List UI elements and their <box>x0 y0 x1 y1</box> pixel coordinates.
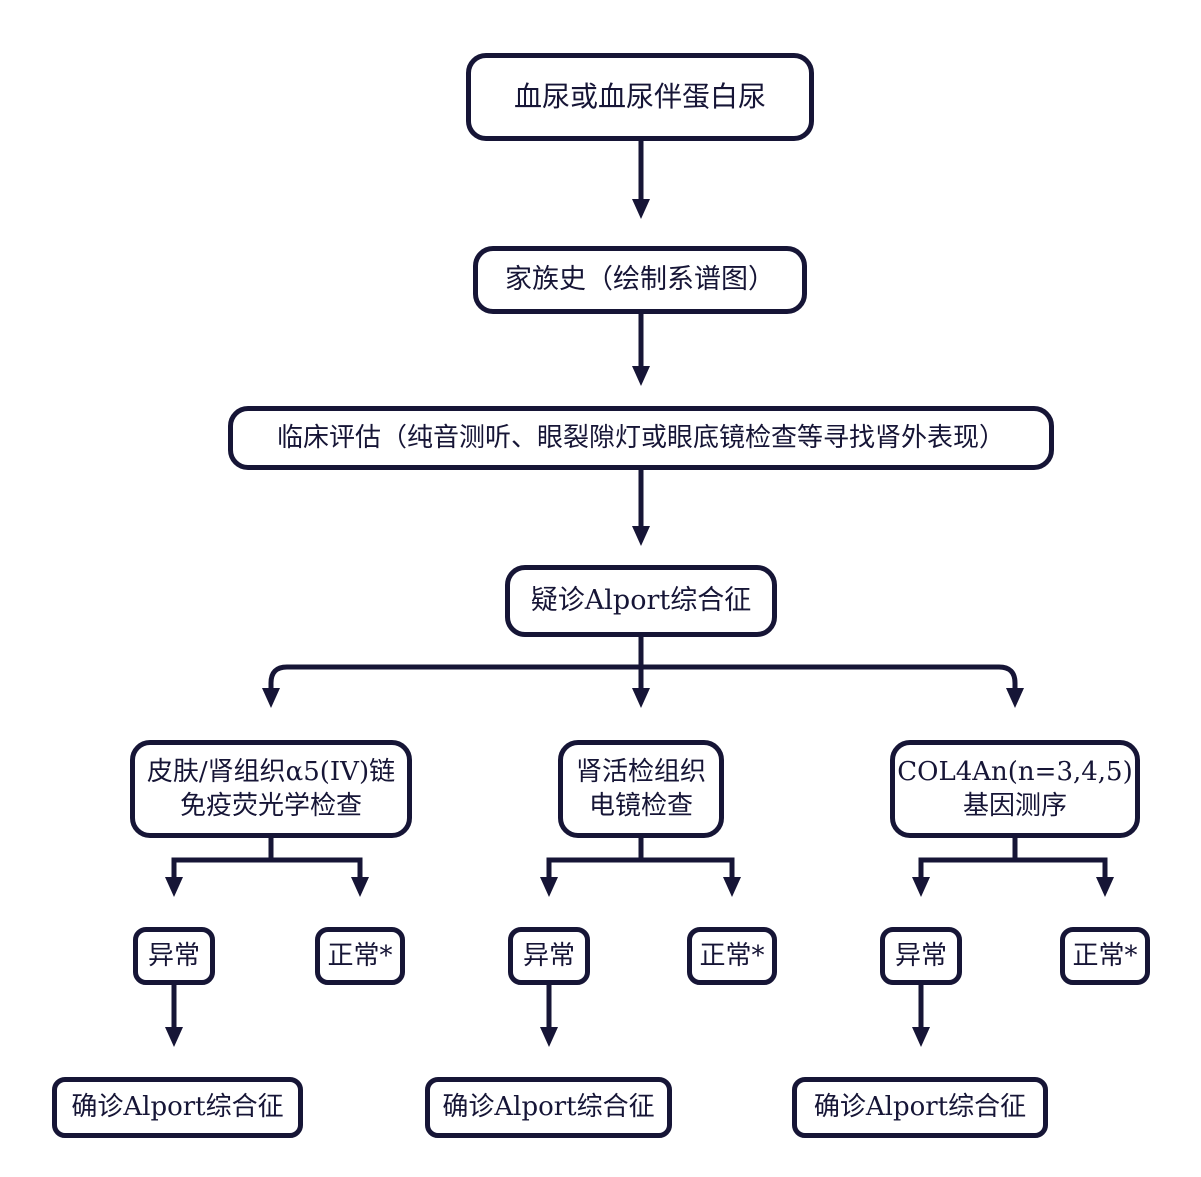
node-hematuria: 血尿或血尿伴蛋白尿 <box>466 53 814 141</box>
node-abnormal-1-label: 异常 <box>147 940 200 971</box>
arrowhead-test3-normal <box>1096 877 1114 897</box>
node-abnormal-3-label: 异常 <box>894 940 947 971</box>
node-test-immunofluorescence: 皮肤/肾组织α5(IV)链 免疫荧光学检查 <box>130 740 412 838</box>
node-test-immunofluorescence-line2: 免疫荧光学检查 <box>179 791 362 821</box>
node-abnormal-1: 异常 <box>133 927 215 985</box>
node-suspected-alport-label: 疑诊Alport综合征 <box>530 585 752 617</box>
node-test-electron-microscopy: 肾活检组织 电镜检查 <box>558 740 724 838</box>
edge-test1-bar <box>171 857 363 879</box>
arrowhead-family-clinical <box>632 366 650 386</box>
node-abnormal-3: 异常 <box>880 927 962 985</box>
node-confirmed-1: 确诊Alport综合征 <box>52 1077 303 1138</box>
arrowhead-split-right <box>1006 688 1024 708</box>
arrowhead-split-left <box>262 688 280 708</box>
node-test-electron-microscopy-line1: 肾活检组织 <box>575 756 706 787</box>
node-family-history: 家族史（绘制系谱图） <box>473 246 807 314</box>
node-hematuria-label: 血尿或血尿伴蛋白尿 <box>513 79 766 113</box>
node-confirmed-2-label: 确诊Alport综合征 <box>442 1092 655 1123</box>
node-normal-2: 正常* <box>687 927 777 985</box>
node-abnormal-2-label: 异常 <box>522 940 575 971</box>
edge-split-left <box>268 664 641 690</box>
node-abnormal-2: 异常 <box>508 927 590 985</box>
node-clinical-eval-label: 临床评估（纯音测听、眼裂隙灯或眼底镜检查等寻找肾外表现） <box>276 422 1005 453</box>
arrowhead-clinical-suspected <box>632 526 650 546</box>
node-test-immunofluorescence-line1: 皮肤/肾组织α5(IV)链 <box>146 756 396 787</box>
node-test-gene-sequencing: COL4An(n=3,4,5) 基因测序 <box>890 740 1140 838</box>
arrowhead-test1-normal <box>351 877 369 897</box>
node-family-history-label: 家族史（绘制系谱图） <box>505 264 775 296</box>
arrowhead-test2-normal <box>723 877 741 897</box>
arrowhead-abnormal3-confirmed <box>912 1027 930 1047</box>
node-normal-1: 正常* <box>315 927 405 985</box>
node-normal-3-label: 正常* <box>1072 940 1138 971</box>
node-clinical-eval: 临床评估（纯音测听、眼裂隙灯或眼底镜检查等寻找肾外表现） <box>228 406 1054 470</box>
node-confirmed-1-label: 确诊Alport综合征 <box>71 1092 284 1123</box>
edge-test2-bar <box>546 857 735 879</box>
arrowhead-abnormal2-confirmed <box>540 1027 558 1047</box>
edge-split-right <box>641 664 1018 690</box>
arrowhead-hematuria-family <box>632 199 650 219</box>
node-test-electron-microscopy-line2: 电镜检查 <box>588 791 693 821</box>
node-confirmed-3-label: 确诊Alport综合征 <box>813 1092 1027 1123</box>
node-normal-2-label: 正常* <box>699 940 765 971</box>
edge-test3-bar <box>918 857 1108 879</box>
node-confirmed-2: 确诊Alport综合征 <box>425 1077 672 1138</box>
node-test-gene-sequencing-line1: COL4An(n=3,4,5) <box>897 756 1133 787</box>
arrowhead-test1-abnormal <box>165 877 183 897</box>
node-confirmed-3: 确诊Alport综合征 <box>792 1077 1048 1138</box>
arrowhead-test2-abnormal <box>540 877 558 897</box>
arrowhead-test3-abnormal <box>912 877 930 897</box>
node-suspected-alport: 疑诊Alport综合征 <box>505 565 777 637</box>
node-test-gene-sequencing-line2: 基因测序 <box>962 791 1067 821</box>
arrowhead-abnormal1-confirmed <box>165 1027 183 1047</box>
arrowhead-split-center <box>632 688 650 708</box>
node-normal-3: 正常* <box>1060 927 1150 985</box>
node-normal-1-label: 正常* <box>327 940 393 971</box>
